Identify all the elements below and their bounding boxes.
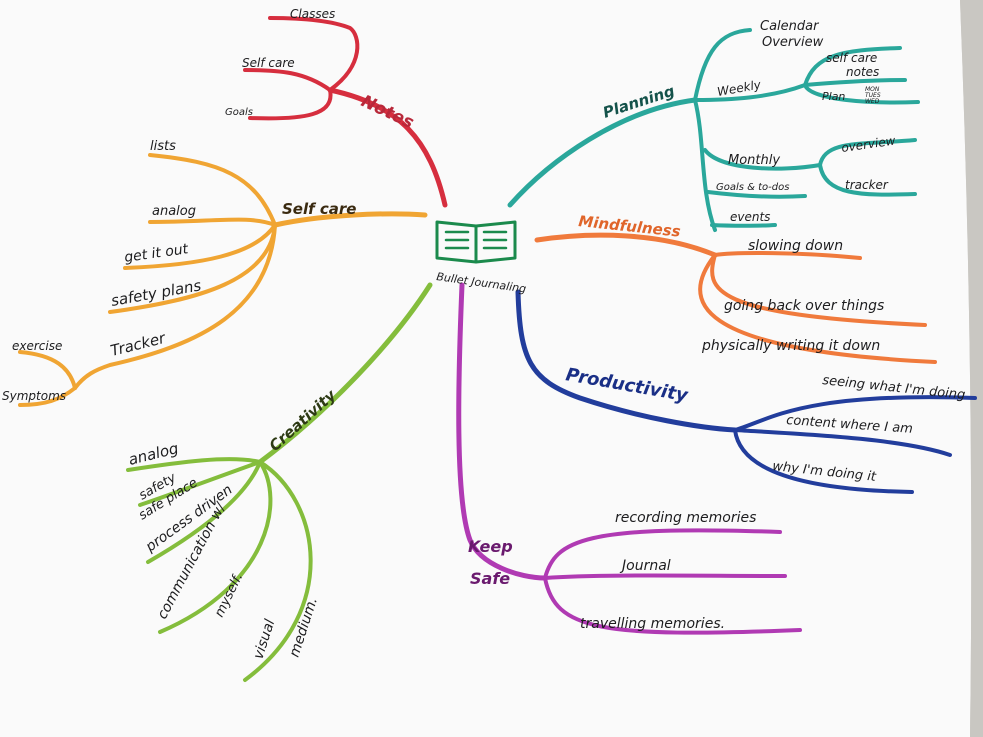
mindfulness-line-slowing — [713, 251, 862, 260]
notes-item-classes: Classes — [290, 7, 335, 21]
selfcare-line-safety — [108, 223, 277, 314]
planning-main-line — [507, 97, 698, 208]
planning-line-plan — [803, 83, 920, 105]
tracker-line-exercise — [18, 350, 77, 390]
selfcare-line-getitout — [123, 223, 277, 270]
productivity-line-why — [733, 428, 914, 494]
plan-day-wed: WED — [865, 98, 880, 105]
planning-line-tracker — [818, 163, 917, 197]
productivity-line-content — [733, 428, 952, 457]
creativity-main-line — [257, 282, 433, 465]
selfcare-item-lists: lists — [150, 139, 176, 154]
branch-self-care — [18, 153, 428, 407]
keepsafe-line-recording — [543, 528, 782, 580]
creativity-line-process — [146, 460, 262, 564]
planning-line-weekly — [693, 83, 807, 102]
keepsafe-line-journal — [543, 573, 787, 580]
mindfulness-item-going: going back over things — [724, 298, 884, 314]
keepsafe-item-travelling: travelling memories. — [580, 616, 725, 632]
notes-main-line — [327, 87, 448, 208]
planning-item-selfcare: self care — [826, 51, 877, 65]
keepsafe-title-line2: Safe — [470, 569, 510, 588]
selfcare-line-analog — [148, 217, 277, 227]
keepsafe-main-line — [456, 282, 548, 581]
notes-item-selfcare: Self care — [242, 56, 295, 70]
branch-keep-safe — [456, 282, 802, 635]
planning-item-tracker: tracker — [845, 178, 889, 192]
productivity-main-line — [515, 289, 738, 433]
branch-mindfulness — [534, 232, 937, 364]
creativity-line-visual — [243, 460, 313, 682]
branch-planning — [507, 28, 920, 232]
planning-line-overview — [818, 138, 917, 167]
notes-item-goals: Goals — [225, 107, 253, 118]
mindfulness-item-slowing: slowing down — [748, 238, 843, 254]
selfcare-item-analog: analog — [152, 204, 196, 219]
keepsafe-line-travelling — [543, 576, 802, 635]
notes-line-classes — [268, 16, 360, 92]
notes-line-selfcare — [243, 68, 332, 92]
mindfulness-line-going — [710, 253, 927, 327]
planning-line-events — [710, 223, 777, 228]
tracker-line-symptoms — [18, 386, 77, 407]
planning-monthly: Monthly — [728, 153, 780, 168]
tracker-item-exercise: exercise — [12, 339, 62, 353]
creativity-line-safety — [138, 460, 262, 507]
plan-day-mon: MON — [865, 86, 880, 93]
paper-shadow — [960, 0, 983, 737]
planning-calendar-line2: Overview — [762, 35, 824, 50]
mindfulness-main-line — [534, 232, 718, 258]
tracker-item-symptoms: Symptoms — [2, 389, 66, 403]
planning-line-goals — [706, 190, 807, 199]
planning-line-selfcare — [803, 46, 902, 87]
planning-calendar-line1: Calendar — [760, 19, 820, 34]
keepsafe-item-journal: Journal — [619, 558, 671, 574]
planning-events: events — [730, 210, 770, 224]
planning-line-notes — [803, 78, 907, 87]
planning-line-monthly — [703, 148, 822, 171]
notes-line-goals — [248, 88, 333, 121]
selfcare-main-line — [272, 211, 428, 228]
selfcare-title: Self care — [282, 200, 356, 218]
keepsafe-title-line1: Keep — [468, 537, 513, 556]
open-book-icon — [435, 220, 517, 264]
branch-creativity — [126, 282, 433, 682]
plan-day-tues: TUES — [865, 92, 881, 99]
mindfulness-item-physically: physically writing it down — [701, 338, 880, 354]
mindfulness-line-physically — [698, 253, 937, 364]
selfcare-line-tracker — [73, 223, 277, 390]
creativity-line-communication — [158, 460, 273, 634]
productivity-line-seeing — [733, 395, 977, 432]
planning-line-calendar — [693, 28, 752, 102]
planning-goals: Goals & to-dos — [716, 182, 789, 193]
branch-productivity — [515, 289, 977, 494]
branch-notes — [243, 16, 448, 208]
planning-item-notes: notes — [846, 65, 879, 79]
keepsafe-item-recording: recording memories — [615, 510, 756, 526]
planning-line-down — [693, 98, 717, 232]
creativity-line-analog — [126, 457, 262, 472]
planning-item-plan: Plan — [822, 90, 845, 103]
selfcare-line-lists — [148, 153, 277, 227]
